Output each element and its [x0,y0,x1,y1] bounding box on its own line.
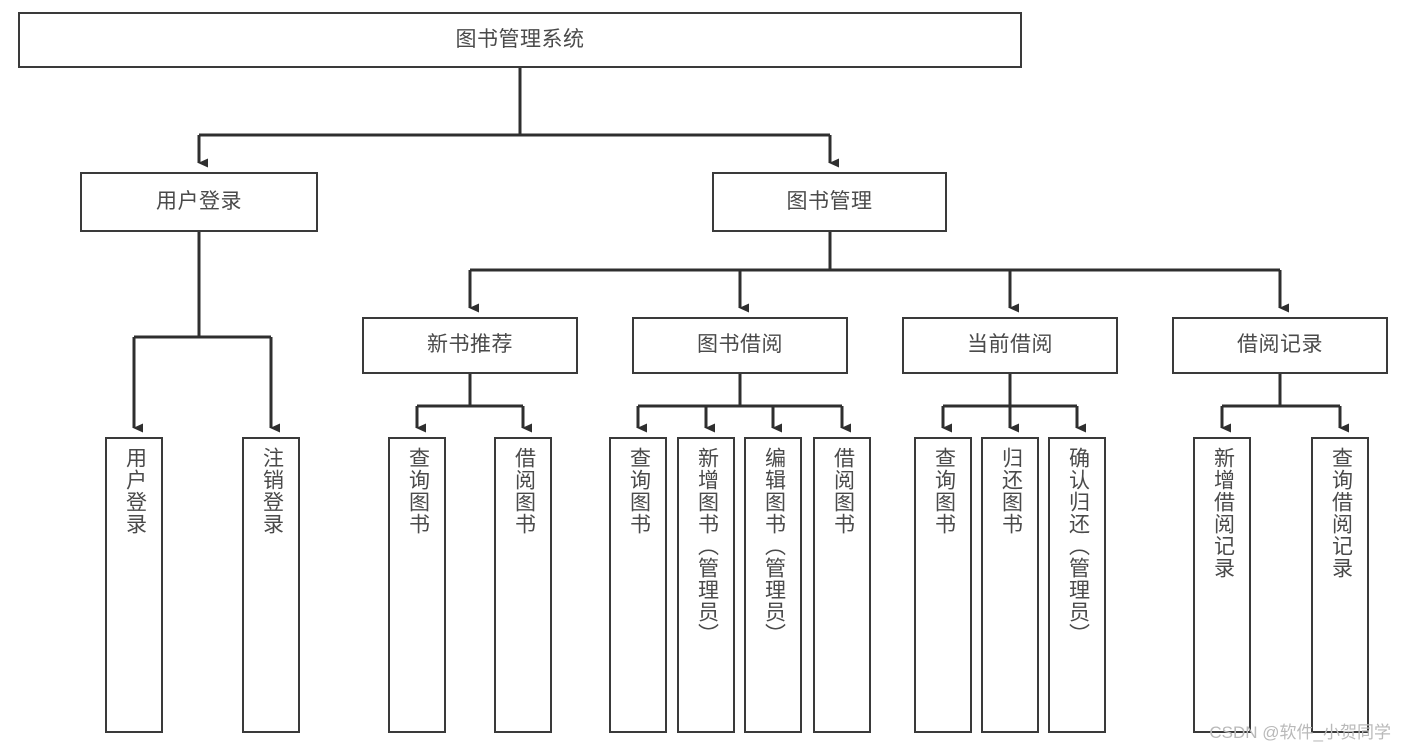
node-user-login[interactable]: 用户登录 [80,172,318,232]
node-label: 确认归还（管理员） [1066,447,1090,645]
node-label: 借阅图书 [831,447,855,535]
node-label: 新书推荐 [427,333,513,357]
node-borrow-record[interactable]: 借阅记录 [1172,317,1388,374]
node-label: 注销登录 [260,447,284,535]
leaf-query-book-newbook[interactable]: 查询图书 [388,437,446,733]
node-label: 图书管理 [786,189,873,213]
node-label: 图书借阅 [697,333,783,357]
node-current-borrow[interactable]: 当前借阅 [902,317,1118,374]
node-label: 当前借阅 [967,333,1053,357]
leaf-add-borrow-record[interactable]: 新增借阅记录 [1193,437,1251,733]
leaf-add-book-admin[interactable]: 新增图书（管理员） [677,437,735,733]
watermark: CSDN @软件_小贺同学 [1209,723,1391,742]
node-label: 借阅图书 [512,447,536,535]
leaf-user-login[interactable]: 用户登录 [105,437,163,733]
node-label: 查询图书 [932,447,956,535]
node-new-book-recommend[interactable]: 新书推荐 [362,317,578,374]
leaf-logout[interactable]: 注销登录 [242,437,300,733]
node-label: 编辑图书（管理员） [762,447,786,645]
leaf-query-book-current[interactable]: 查询图书 [914,437,972,733]
node-book-management[interactable]: 图书管理 [712,172,947,232]
leaf-query-book-borrow[interactable]: 查询图书 [609,437,667,733]
node-label: 归还图书 [999,447,1023,535]
node-label: 借阅记录 [1237,333,1323,357]
node-label: 新增图书（管理员） [695,447,719,645]
node-label: 图书管理系统 [455,27,585,51]
node-label: 查询图书 [406,447,430,535]
leaf-confirm-return-admin[interactable]: 确认归还（管理员） [1048,437,1106,733]
leaf-borrow-book[interactable]: 借阅图书 [813,437,871,733]
node-label: 查询图书 [627,447,651,535]
node-book-borrow[interactable]: 图书借阅 [632,317,848,374]
node-book-management-system[interactable]: 图书管理系统 [18,12,1022,68]
node-label: 新增借阅记录 [1211,447,1235,579]
node-label: 用户登录 [156,189,242,213]
leaf-return-book[interactable]: 归还图书 [981,437,1039,733]
leaf-borrow-book-newbook[interactable]: 借阅图书 [494,437,552,733]
node-label: 用户登录 [123,447,147,535]
leaf-query-borrow-record[interactable]: 查询借阅记录 [1311,437,1369,733]
node-label: 查询借阅记录 [1329,447,1353,579]
leaf-edit-book-admin[interactable]: 编辑图书（管理员） [744,437,802,733]
